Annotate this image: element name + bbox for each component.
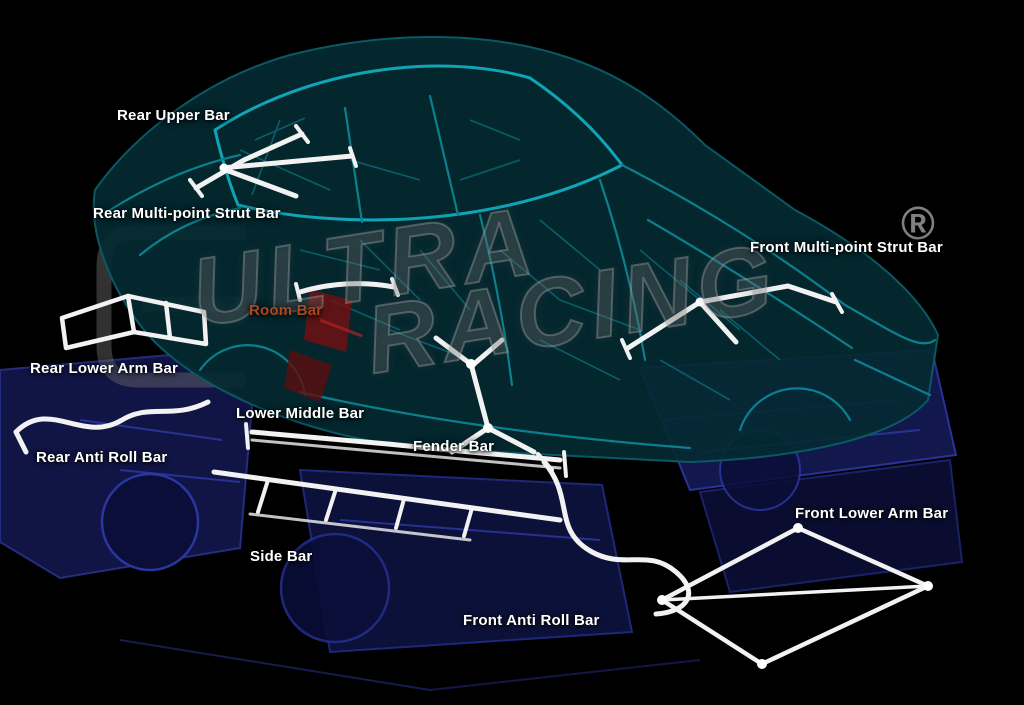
- label-rear-upper-bar: Rear Upper Bar: [117, 107, 230, 124]
- red-interior-accents: [284, 290, 363, 402]
- rear-lower-arm-bar-part: [59, 293, 209, 351]
- side-bar-part: [211, 469, 563, 542]
- label-front-multi-point-strut-bar: Front Multi-point Strut Bar: [750, 239, 943, 256]
- front-multi-point-strut-bar-part: [620, 283, 844, 360]
- label-rear-multi-point-strut-bar: Rear Multi-point Strut Bar: [93, 205, 281, 222]
- label-front-lower-arm-bar: Front Lower Arm Bar: [795, 505, 949, 522]
- label-side-bar: Side Bar: [250, 548, 313, 565]
- rear-multi-point-strut-bar-part: [219, 146, 358, 199]
- label-fender-bar: Fender Bar: [413, 438, 495, 455]
- car-body-wireframe: [92, 36, 940, 464]
- rear-anti-roll-bar-part: [13, 399, 211, 455]
- label-rear-lower-arm-bar: Rear Lower Arm Bar: [30, 360, 179, 377]
- room-bar-part: [294, 277, 400, 302]
- fender-bar-part: [433, 335, 537, 455]
- front-lower-arm-bar-part: [657, 523, 933, 669]
- label-lower-middle-bar: Lower Middle Bar: [236, 405, 365, 422]
- label-rear-anti-roll-bar: Rear Anti Roll Bar: [36, 449, 168, 466]
- rear-upper-bar-part: [188, 124, 310, 198]
- label-room-bar: Room Bar: [249, 302, 323, 319]
- lower-middle-bar-part: [244, 422, 568, 478]
- label-front-anti-roll-bar: Front Anti Roll Bar: [463, 612, 600, 629]
